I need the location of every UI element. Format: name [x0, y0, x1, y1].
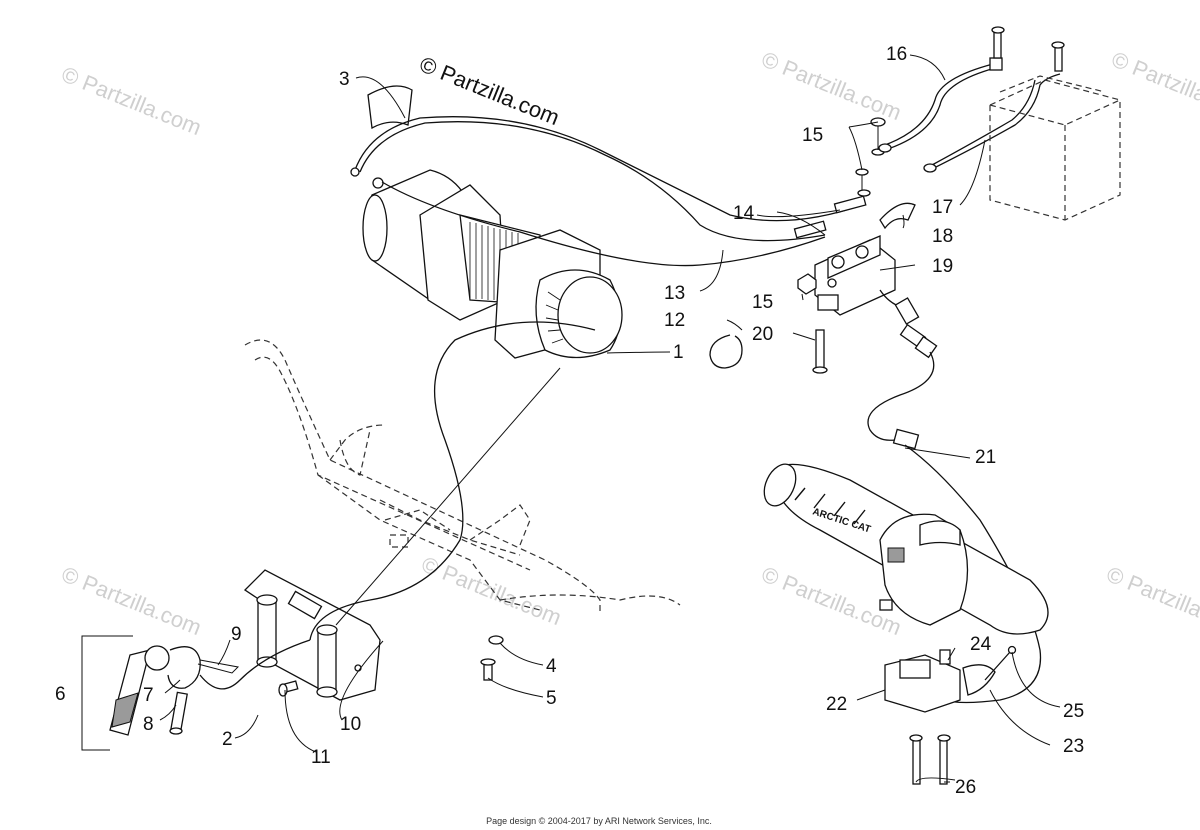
- handlebar-switch-drawing: ARCTIC CAT: [763, 463, 1049, 785]
- part-label-23: 23: [1063, 736, 1084, 757]
- part-label-13: 13: [664, 283, 685, 304]
- page-footer: Page design © 2004-2017 by ARI Network S…: [486, 816, 712, 826]
- part-label-2: 2: [222, 729, 233, 750]
- faint-watermarks: © Partzilla.com © Partzilla.com © Partzi…: [58, 46, 1200, 640]
- winch-assembly-drawing: [362, 85, 623, 359]
- part-label-1: 1: [673, 342, 684, 363]
- watermark-bottom-right: © Partzilla.com: [1103, 561, 1200, 640]
- part-label-15-top: 15: [802, 125, 823, 146]
- clip-drawing: [709, 334, 743, 369]
- part-label-19: 19: [932, 256, 953, 277]
- part-label-20: 20: [752, 324, 773, 345]
- part-label-15-bottom: 15: [752, 292, 773, 313]
- part-labels: 1 2 3 4 5 6 7 8 9 10 11 12 13 14 15 15 1…: [55, 44, 1084, 798]
- power-cables: [350, 116, 867, 267]
- part-label-26: 26: [955, 777, 976, 798]
- solenoid-drawing: [797, 26, 1065, 374]
- front-bumper-drawing: [244, 339, 681, 615]
- watermark-top-right: © Partzilla.com: [1108, 46, 1200, 125]
- part-label-16: 16: [886, 44, 907, 65]
- part-label-3: 3: [339, 69, 350, 90]
- fasteners-drawing: [278, 635, 504, 697]
- part-label-14: 14: [733, 203, 755, 224]
- leader-lines: [159, 54, 1061, 783]
- part-label-4: 4: [546, 656, 557, 677]
- part-label-5: 5: [546, 688, 557, 709]
- watermark-top-left: © Partzilla.com: [58, 61, 205, 140]
- part-label-17: 17: [932, 197, 953, 218]
- watermark-bottom-left: © Partzilla.com: [58, 561, 205, 640]
- part-label-9: 9: [231, 624, 242, 645]
- remote-cable-drawing: [867, 351, 1042, 704]
- watermark-middle: © Partzilla.com: [418, 551, 565, 630]
- part-label-10: 10: [340, 714, 361, 735]
- part-label-22: 22: [826, 694, 847, 715]
- battery-drawing: [989, 75, 1121, 221]
- winch-cable-hook-drawing: [81, 321, 596, 751]
- part-label-7: 7: [143, 685, 154, 706]
- part-label-12: 12: [664, 310, 685, 331]
- part-label-21: 21: [975, 447, 996, 468]
- fairlead-drawing: [243, 569, 381, 701]
- part-label-8: 8: [143, 714, 154, 735]
- part-label-24: 24: [970, 634, 992, 655]
- part-label-25: 25: [1063, 701, 1084, 722]
- part-label-18: 18: [932, 226, 953, 247]
- part-label-11: 11: [311, 747, 331, 768]
- watermark-top-center: © Partzilla.com: [758, 46, 905, 125]
- part-label-6: 6: [55, 684, 66, 705]
